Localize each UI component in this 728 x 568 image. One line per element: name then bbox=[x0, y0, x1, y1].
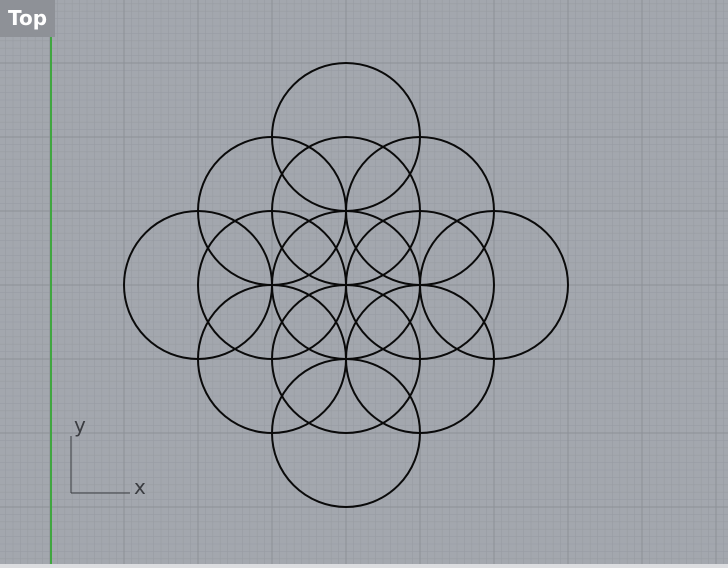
circle-curve[interactable] bbox=[271, 358, 421, 508]
viewport-bottom-border bbox=[0, 564, 728, 568]
axis-indicator: y x bbox=[70, 413, 146, 499]
axis-indicator-x-label: x bbox=[134, 475, 146, 499]
viewport-title-tab[interactable]: Top bbox=[0, 0, 56, 37]
axis-indicator-y-label: y bbox=[74, 413, 86, 437]
circle-pattern[interactable] bbox=[123, 62, 569, 508]
circle-curve[interactable] bbox=[271, 284, 421, 434]
